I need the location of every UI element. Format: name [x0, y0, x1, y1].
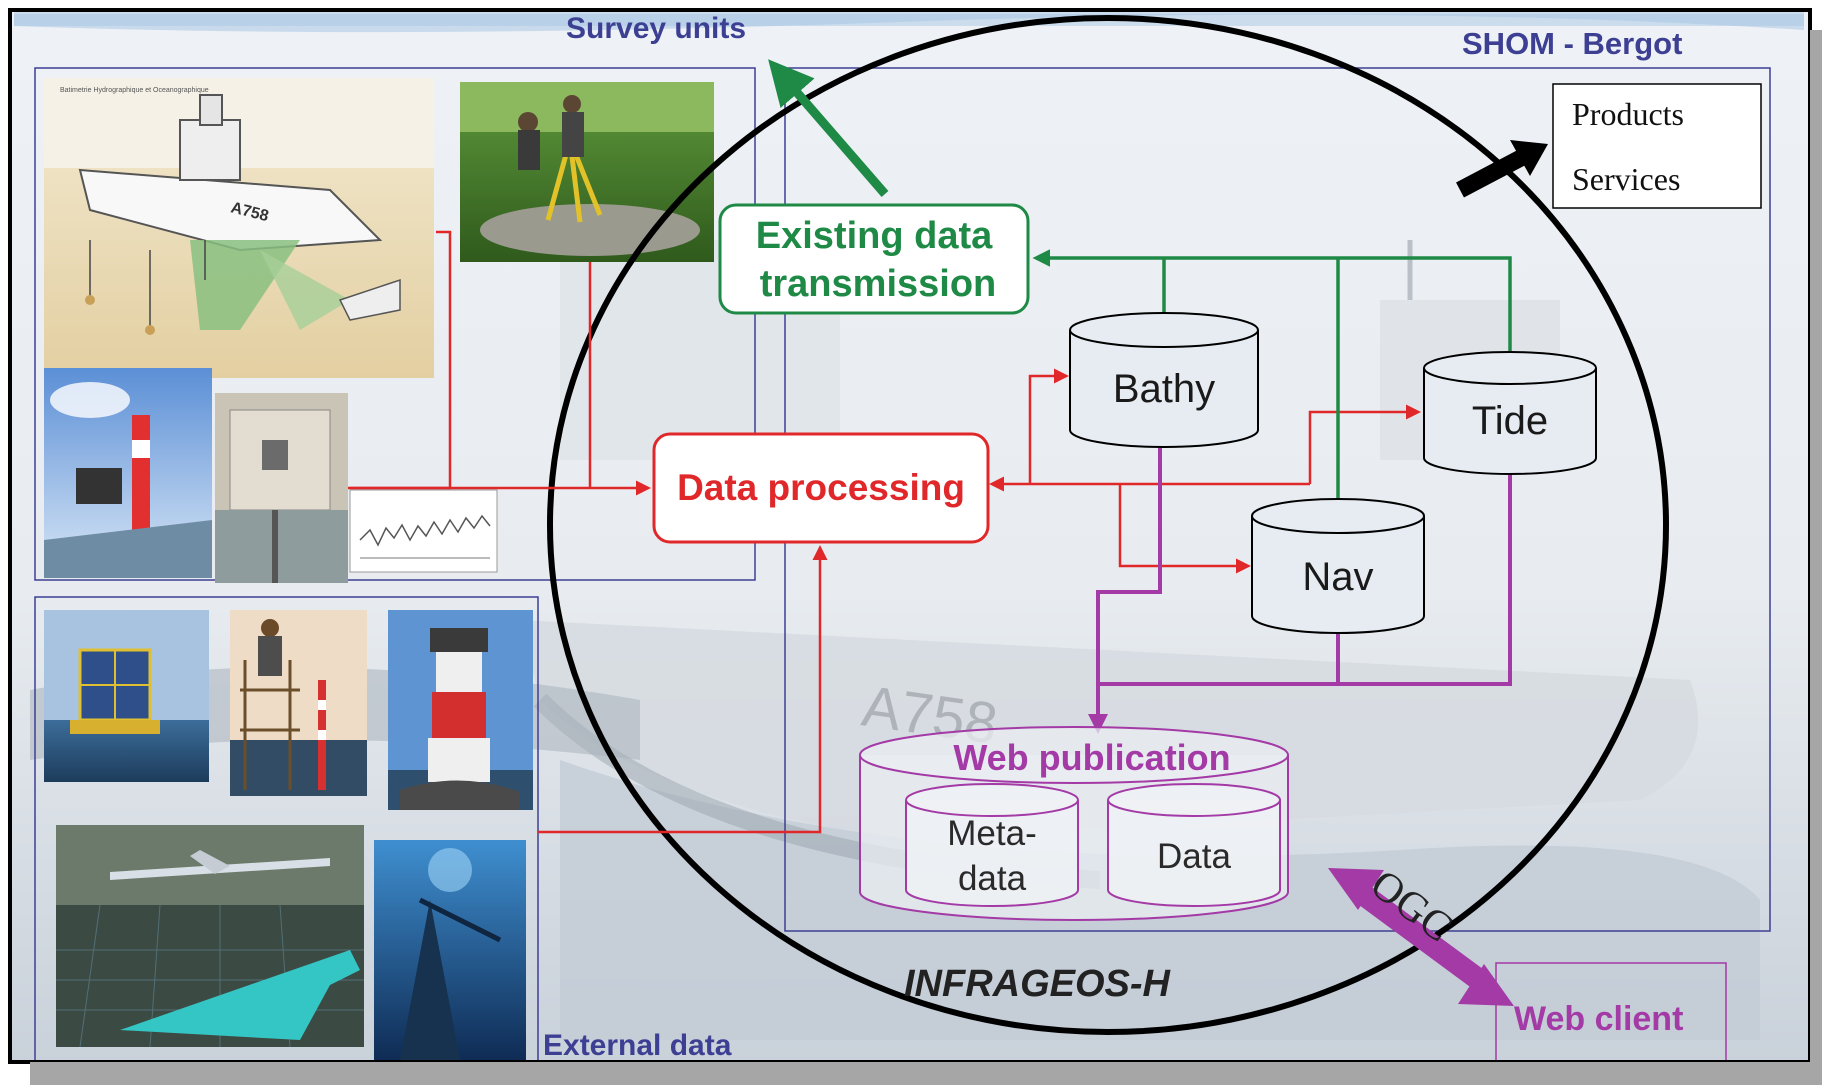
green-transmission-lines — [1032, 249, 1512, 500]
data-processing-box: Data processing — [652, 432, 990, 544]
metadata-line1: Meta- — [947, 814, 1036, 853]
web-client-label: Web client — [1514, 1000, 1683, 1038]
web-publication-label: Web publication — [953, 737, 1230, 778]
underwater-wreck-photo — [374, 840, 526, 1060]
existing-data-line2: transmission — [760, 263, 997, 305]
bathy-label: Bathy — [1113, 367, 1215, 411]
products-arrow-head — [1510, 140, 1548, 176]
survey-ship-illustration: A758 Batimetrie Hydrographique et Oceano… — [44, 78, 434, 378]
svg-text:Batimetrie Hydrographique et O: Batimetrie Hydrographique et Oceanograph… — [60, 87, 209, 94]
data-database: Data — [1107, 783, 1281, 907]
scaffold-workers-photo — [230, 610, 367, 796]
metadata-database: Meta- data — [905, 783, 1079, 907]
tide-gauge-sky-photo — [44, 368, 212, 578]
external-data-label: External data — [543, 1029, 732, 1062]
surveyor-tripod-photo — [460, 82, 714, 262]
survey-units-label: Survey units — [566, 12, 746, 45]
infrageos-label: INFRAGEOS-H — [904, 963, 1172, 1005]
data-label: Data — [1157, 837, 1231, 876]
products-services-box: Products Services — [1552, 83, 1762, 209]
tide-record-plot — [349, 489, 498, 573]
tide-gauge-hut-photo — [215, 393, 348, 583]
existing-data-line1: Existing data — [756, 215, 993, 257]
existing-data-transmission-box: Existing data transmission — [718, 203, 1030, 315]
lighthouse-photo — [388, 610, 533, 810]
frame-shadow-right — [1810, 30, 1822, 1062]
infrageos-boundary-circle — [547, 15, 1669, 1035]
bathy-database: Bathy — [1069, 312, 1259, 448]
frame-shadow-bottom — [30, 1062, 1822, 1085]
nav-database: Nav — [1251, 498, 1425, 634]
aerial-lidar-photo — [56, 825, 364, 1048]
shom-bergot-title: SHOM - Bergot — [1462, 26, 1682, 61]
data-processing-label: Data processing — [677, 467, 965, 508]
purple-publication-lines — [1088, 448, 1512, 734]
products-label: Products — [1572, 96, 1684, 132]
floating-platform-photo — [44, 610, 209, 782]
tide-label: Tide — [1472, 399, 1548, 443]
survey-units-arrow — [768, 59, 889, 197]
nav-label: Nav — [1302, 555, 1373, 599]
services-label: Services — [1572, 161, 1680, 197]
red-data-flow-lines — [348, 230, 1421, 834]
metadata-line2: data — [958, 859, 1027, 898]
survey-units-frame — [34, 67, 756, 581]
tide-database: Tide — [1423, 351, 1597, 475]
